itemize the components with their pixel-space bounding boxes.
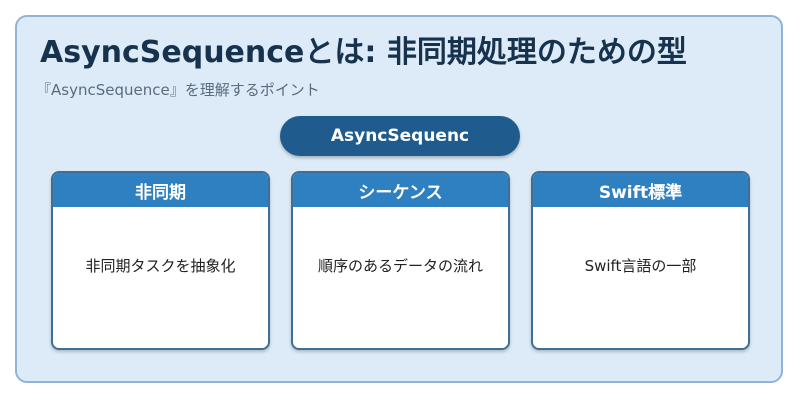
card-swift-standard: Swift標準 Swift言語の一部 [531, 171, 750, 350]
card-text: 順序のあるデータの流れ [317, 257, 483, 275]
page-subtitle: 『AsyncSequence』を理解するポイント [36, 81, 320, 99]
card-heading: シーケンス [293, 173, 508, 207]
card-heading: 非同期 [53, 173, 268, 207]
center-concept-label: AsyncSequenc [330, 126, 470, 146]
card-text: 非同期タスクを抽象化 [85, 257, 236, 275]
page-title: AsyncSequenceとは: 非同期処理のための型 [40, 35, 687, 70]
card-sequence: シーケンス 順序のあるデータの流れ [291, 171, 510, 350]
card-async: 非同期 非同期タスクを抽象化 [51, 171, 270, 350]
card-heading: Swift標準 [533, 173, 748, 207]
center-concept-pill: AsyncSequenc [280, 116, 520, 156]
card-text: Swift言語の一部 [584, 257, 697, 275]
